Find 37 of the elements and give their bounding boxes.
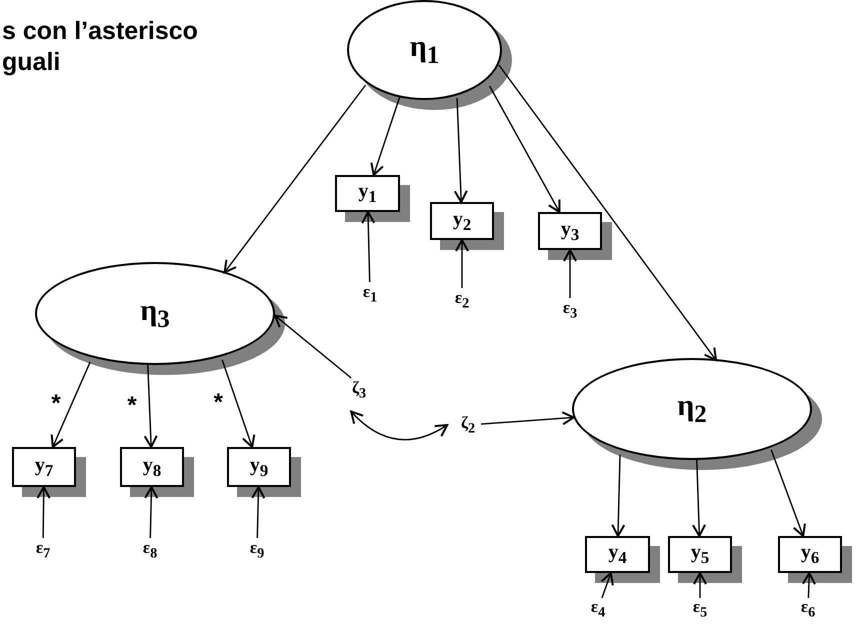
edge-label: * [51, 394, 61, 414]
arrow [144, 486, 158, 538]
arrow [563, 249, 577, 298]
arrow [480, 411, 575, 426]
arrow [455, 239, 469, 288]
error-term: ε$_{2}$ [450, 288, 474, 312]
arrow [802, 572, 816, 598]
error-term: ε$_{8}$ [138, 538, 162, 562]
error-term: ε$_{3}$ [558, 298, 582, 322]
arrow [488, 86, 560, 213]
arrow [144, 364, 158, 448]
error-term: ε$_{1}$ [358, 282, 382, 306]
arrow [611, 454, 626, 537]
error-term: ε$_{9}$ [245, 538, 269, 562]
arrow [692, 460, 706, 537]
heading-text: s con l’asterisco guali [2, 16, 199, 78]
error-term: ε$_{6}$ [796, 598, 820, 620]
arrow [361, 211, 376, 282]
arrow [222, 360, 256, 448]
edge-label: * [127, 396, 137, 416]
arrow [498, 64, 717, 362]
arrow [36, 486, 51, 538]
error-term: ζ$_{2}$ [455, 413, 481, 437]
arrow [350, 410, 448, 440]
arrow [251, 486, 266, 538]
arrow [274, 314, 352, 379]
error-term: ε$_{7}$ [31, 538, 55, 562]
error-term: ζ$_{3}$ [346, 378, 372, 402]
arrow [50, 362, 91, 448]
arrow [454, 98, 468, 203]
arrow [770, 450, 806, 537]
arrow [693, 572, 707, 598]
arrow [224, 84, 366, 274]
error-term: ε$_{4}$ [586, 598, 610, 620]
error-term: ε$_{5}$ [688, 598, 712, 620]
arrow [600, 572, 614, 598]
edge-label: * [214, 393, 223, 414]
